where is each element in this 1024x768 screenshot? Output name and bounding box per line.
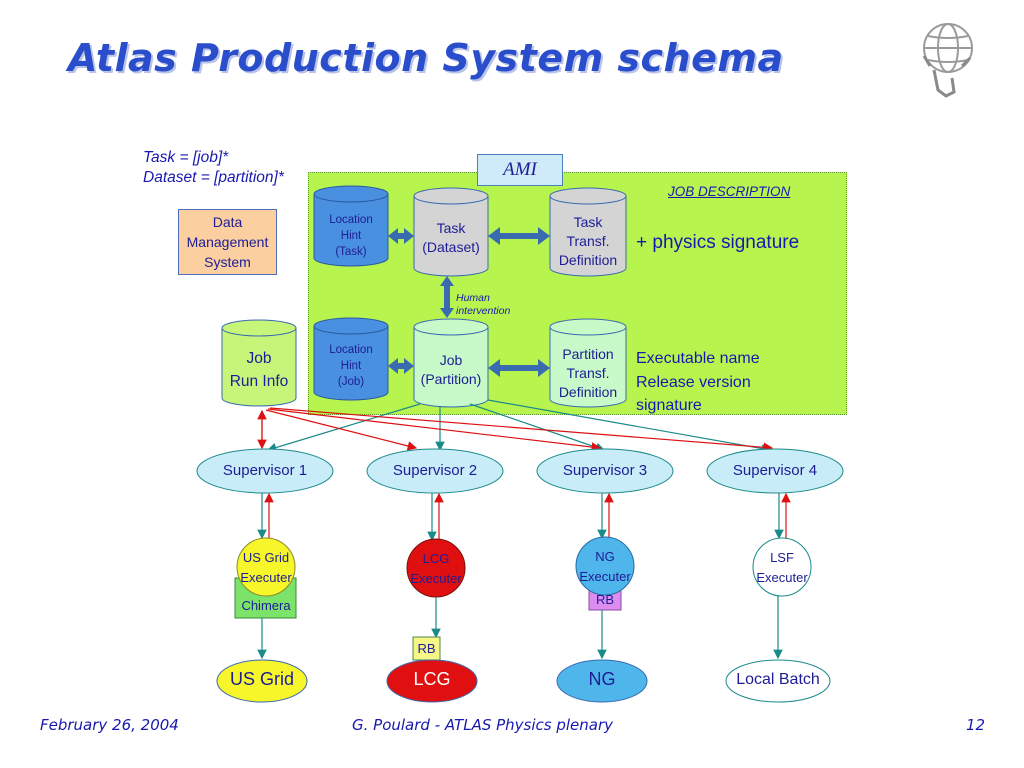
dataset-definition-line: Dataset = [partition]* bbox=[143, 169, 284, 186]
supervisor-executer-arrows bbox=[257, 492, 791, 542]
cylinder-task-dataset bbox=[413, 187, 489, 277]
supervisor-to-runinfo-arrows bbox=[257, 407, 774, 453]
ami-box: AMI bbox=[477, 154, 563, 186]
task-dataset-line-1: Task bbox=[436, 220, 466, 236]
target-lcg bbox=[386, 659, 478, 703]
task-transf-line-3: Definition bbox=[558, 251, 618, 268]
target-local-batch-label: Local Batch bbox=[736, 671, 820, 688]
task-dataset-line-2: (Dataset) bbox=[422, 239, 480, 255]
cylinder-job-run-info bbox=[221, 319, 297, 407]
job-run-info-line-1: Job bbox=[246, 350, 272, 367]
dms-line-1: Data bbox=[212, 214, 243, 230]
lcg-executer-line-2: Executer bbox=[410, 571, 462, 586]
cylinder-partition-transf bbox=[549, 318, 627, 408]
executable-name-line: Executable name bbox=[636, 350, 760, 367]
footer-author: G. Poulard - ATLAS Physics plenary bbox=[352, 716, 614, 734]
supervisor-4 bbox=[706, 448, 844, 494]
task-transf-line-2: Transf. bbox=[566, 232, 610, 249]
lsf-executer bbox=[752, 537, 812, 597]
data-management-system-box: Data Management System bbox=[178, 209, 277, 275]
task-definition: Task = [job]* Dataset = [partition]* bbox=[143, 148, 284, 188]
job-partition-label: Job (Partition) bbox=[410, 340, 492, 400]
cylinder-job-partition bbox=[413, 318, 489, 408]
job-to-supervisor-arrows bbox=[266, 399, 772, 454]
executable-info: Executable name Release version signatur… bbox=[636, 347, 760, 418]
lhj-line-1: Location bbox=[329, 344, 373, 356]
target-ng bbox=[556, 659, 648, 703]
partition-transf-line-2: Transf. bbox=[566, 364, 610, 381]
ng-executer-line-1: NG bbox=[595, 549, 615, 564]
supervisor-3-label: Supervisor 3 bbox=[562, 462, 648, 479]
us-grid-executer-line-1: US Grid bbox=[242, 550, 290, 565]
supervisor-2-label: Supervisor 2 bbox=[392, 462, 478, 479]
ng-executer bbox=[575, 536, 635, 596]
lcg-executer-label: LCG Executer bbox=[391, 549, 481, 589]
lcg-executer-line-1: LCG bbox=[422, 551, 450, 566]
lsf-executer-label: LSF Executer bbox=[737, 548, 827, 588]
partition-transf-line-3: Definition bbox=[558, 383, 618, 400]
supervisor-4-label: Supervisor 4 bbox=[732, 462, 818, 479]
target-lcg-label: LCG bbox=[413, 669, 451, 689]
human-line: Human bbox=[456, 292, 490, 304]
footer-page-number: 12 bbox=[966, 716, 986, 734]
dms-line-2: Management bbox=[186, 234, 269, 250]
lcg-rb-label: RB bbox=[417, 641, 436, 656]
us-grid-executer-label: US Grid Executer bbox=[221, 548, 311, 588]
job-description-label: JOB DESCRIPTION bbox=[668, 184, 791, 199]
target-local-batch bbox=[725, 659, 831, 703]
task-dataset-label: Task (Dataset) bbox=[414, 208, 488, 268]
signature-line: signature bbox=[636, 397, 702, 414]
job-partition-line-1: Job bbox=[439, 352, 463, 368]
human-intervention-label: Human intervention bbox=[456, 292, 510, 318]
lht-line-3: (Task) bbox=[335, 246, 367, 258]
partition-transf-line-1: Partition bbox=[562, 345, 614, 362]
task-definition-line: Task = [job]* bbox=[143, 149, 229, 166]
lsf-executer-line-1: LSF bbox=[770, 550, 794, 565]
target-us-grid bbox=[216, 659, 308, 703]
chimera-label: Chimera bbox=[241, 598, 291, 613]
dms-line-3: System bbox=[204, 254, 251, 270]
target-ng-label: NG bbox=[588, 669, 616, 689]
executer-target-arrows bbox=[257, 596, 783, 660]
footer-date: February 26, 2004 bbox=[40, 716, 179, 734]
lhj-line-2: Hint bbox=[340, 360, 362, 372]
job-run-info-line-2: Run Info bbox=[229, 373, 289, 390]
cylinder-location-hint-job bbox=[313, 317, 389, 401]
target-us-grid-label: US Grid bbox=[229, 669, 294, 689]
ng-rb-label: RB bbox=[595, 592, 615, 607]
us-grid-executer bbox=[236, 537, 296, 597]
intervention-line: intervention bbox=[456, 305, 511, 317]
double-arrows bbox=[388, 227, 550, 377]
cylinder-task-transf bbox=[549, 187, 627, 277]
task-transf-line-1: Task bbox=[573, 213, 603, 230]
job-partition-line-2: (Partition) bbox=[420, 371, 482, 387]
page-title: Atlas Production System schema bbox=[68, 36, 784, 80]
supervisor-1-label: Supervisor 1 bbox=[222, 462, 308, 479]
ng-executer-label: NG Executer bbox=[560, 547, 650, 587]
lht-line-2: Hint bbox=[340, 230, 362, 242]
lsf-executer-line-2: Executer bbox=[756, 570, 808, 585]
lhj-line-3: (Job) bbox=[337, 376, 365, 388]
release-version-line: Release version bbox=[636, 373, 751, 391]
physics-signature-label: + physics signature bbox=[636, 232, 800, 253]
us-grid-executer-line-2: Executer bbox=[240, 570, 292, 585]
lht-line-1: Location bbox=[329, 214, 373, 226]
ng-executer-line-2: Executer bbox=[579, 569, 631, 584]
cylinder-location-hint-task bbox=[313, 185, 389, 267]
